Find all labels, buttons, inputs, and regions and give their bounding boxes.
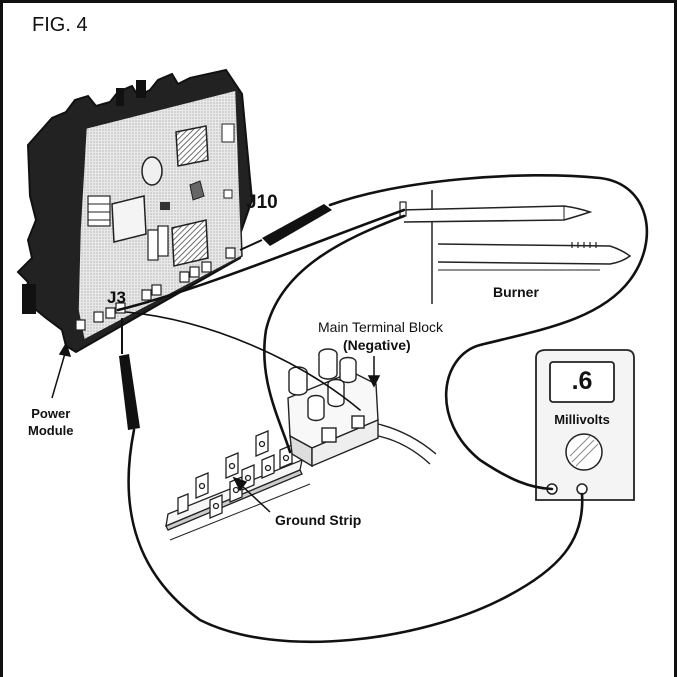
relay-bottom — [171, 219, 209, 267]
power-module — [16, 68, 254, 354]
board-connector — [87, 195, 111, 227]
meter-dial — [565, 433, 603, 471]
j10-connector-label: J10 — [246, 192, 278, 213]
main-terminal-block — [287, 348, 437, 468]
power-module-label-line2: Module — [28, 423, 74, 438]
meter-unit-label: Millivolts — [554, 412, 610, 427]
main-terminal-block-label: Main Terminal Block — [318, 319, 444, 335]
component-small — [189, 180, 205, 201]
meter-reading: .6 — [571, 367, 593, 395]
capacitor — [141, 156, 163, 186]
j10-probe — [239, 204, 332, 251]
test-leads — [116, 174, 649, 644]
fuse-2 — [157, 225, 169, 257]
terminal-pins — [75, 247, 236, 331]
millivolt-meter — [535, 349, 635, 501]
terminal-arrow-head — [367, 375, 381, 388]
j3-connector-label: J3 — [107, 288, 126, 307]
power-module-label: Power Module — [28, 405, 74, 439]
power-module-label-line1: Power — [31, 406, 71, 421]
power-module-arrow-head — [58, 342, 72, 357]
transformer — [111, 195, 147, 243]
ground-strip-label: Ground Strip — [275, 512, 362, 528]
burner-label: Burner — [493, 284, 539, 300]
ground-arrow-head — [232, 476, 248, 492]
figure-title: FIG. 4 — [32, 14, 88, 36]
negative-label: (Negative) — [343, 337, 411, 353]
meter-display — [549, 361, 615, 403]
burner — [399, 190, 632, 304]
relay-top — [175, 125, 209, 167]
ground-strip — [165, 430, 311, 541]
j3-probe — [119, 318, 140, 430]
callout-arrows — [51, 342, 381, 513]
meter-jack-2 — [576, 483, 588, 495]
fuse-1 — [147, 229, 159, 261]
